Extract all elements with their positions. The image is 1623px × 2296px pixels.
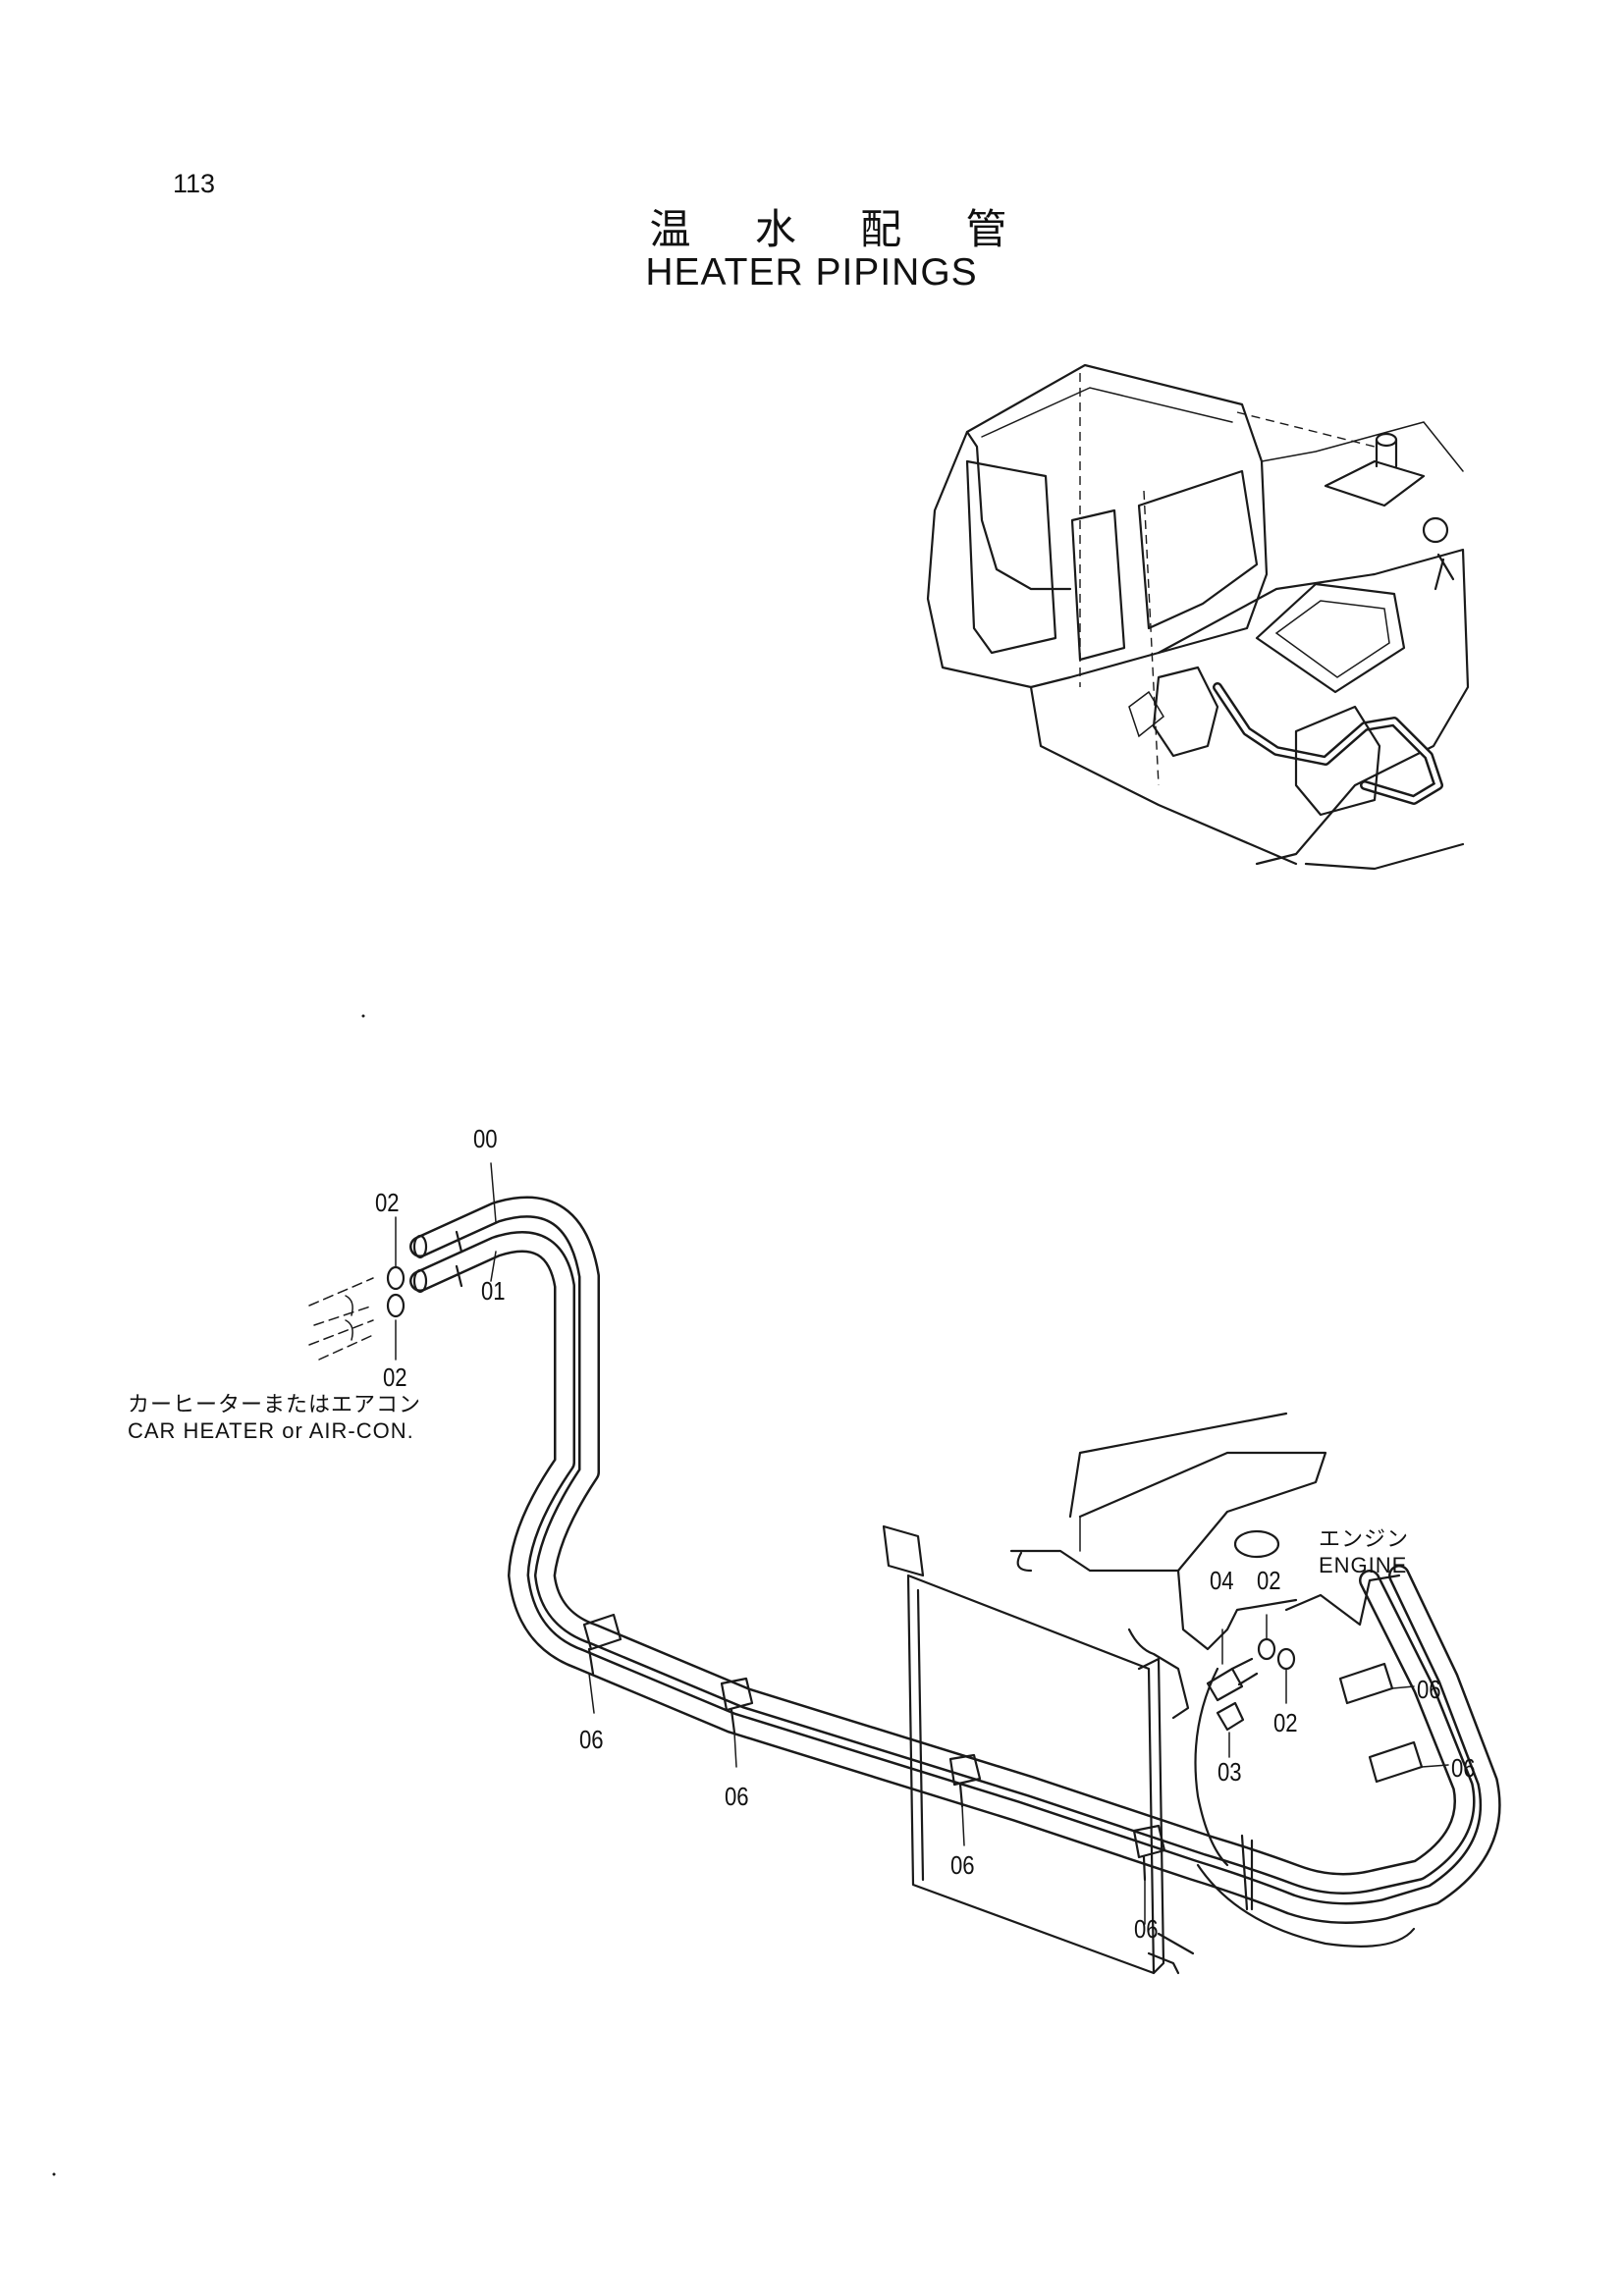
callout-06-f: 06 xyxy=(1451,1753,1476,1783)
page-title-english: HEATER PIPINGS xyxy=(645,251,978,294)
hose-clamps xyxy=(582,1613,1424,1882)
callout-02-upper: 02 xyxy=(375,1188,400,1217)
callout-00: 00 xyxy=(473,1124,498,1153)
callout-06-a: 06 xyxy=(579,1725,604,1754)
engine-fittings xyxy=(490,1162,1449,1925)
callout-01: 01 xyxy=(481,1276,506,1306)
callout-03: 03 xyxy=(1217,1757,1242,1787)
page-number: 113 xyxy=(173,169,216,198)
excavator-overview-illustration xyxy=(926,363,1470,871)
callout-06-b: 06 xyxy=(725,1782,749,1811)
callout-02-lower: 02 xyxy=(383,1362,407,1392)
page-title-japanese: 温 水 配 管 xyxy=(649,205,1033,253)
callout-02-engine-mid: 02 xyxy=(1273,1708,1298,1737)
car-heater-note-japanese: カーヒーターまたはエアコン xyxy=(128,1393,422,1417)
heater-hose-assembly xyxy=(409,1196,1501,1924)
car-heater-note-english: CAR HEATER or AIR-CON. xyxy=(128,1418,414,1443)
callout-06-e: 06 xyxy=(1417,1675,1441,1704)
hose-bands xyxy=(308,1216,406,1361)
engine-note-japanese: エンジン xyxy=(1319,1527,1410,1552)
engine-note-english: ENGINE xyxy=(1319,1553,1408,1577)
callout-04: 04 xyxy=(1210,1566,1234,1595)
callout-02-engine-top: 02 xyxy=(1257,1566,1281,1595)
radiator-and-engine xyxy=(882,1412,1416,1975)
callout-06-c: 06 xyxy=(950,1850,975,1880)
callout-06-d: 06 xyxy=(1134,1914,1159,1944)
